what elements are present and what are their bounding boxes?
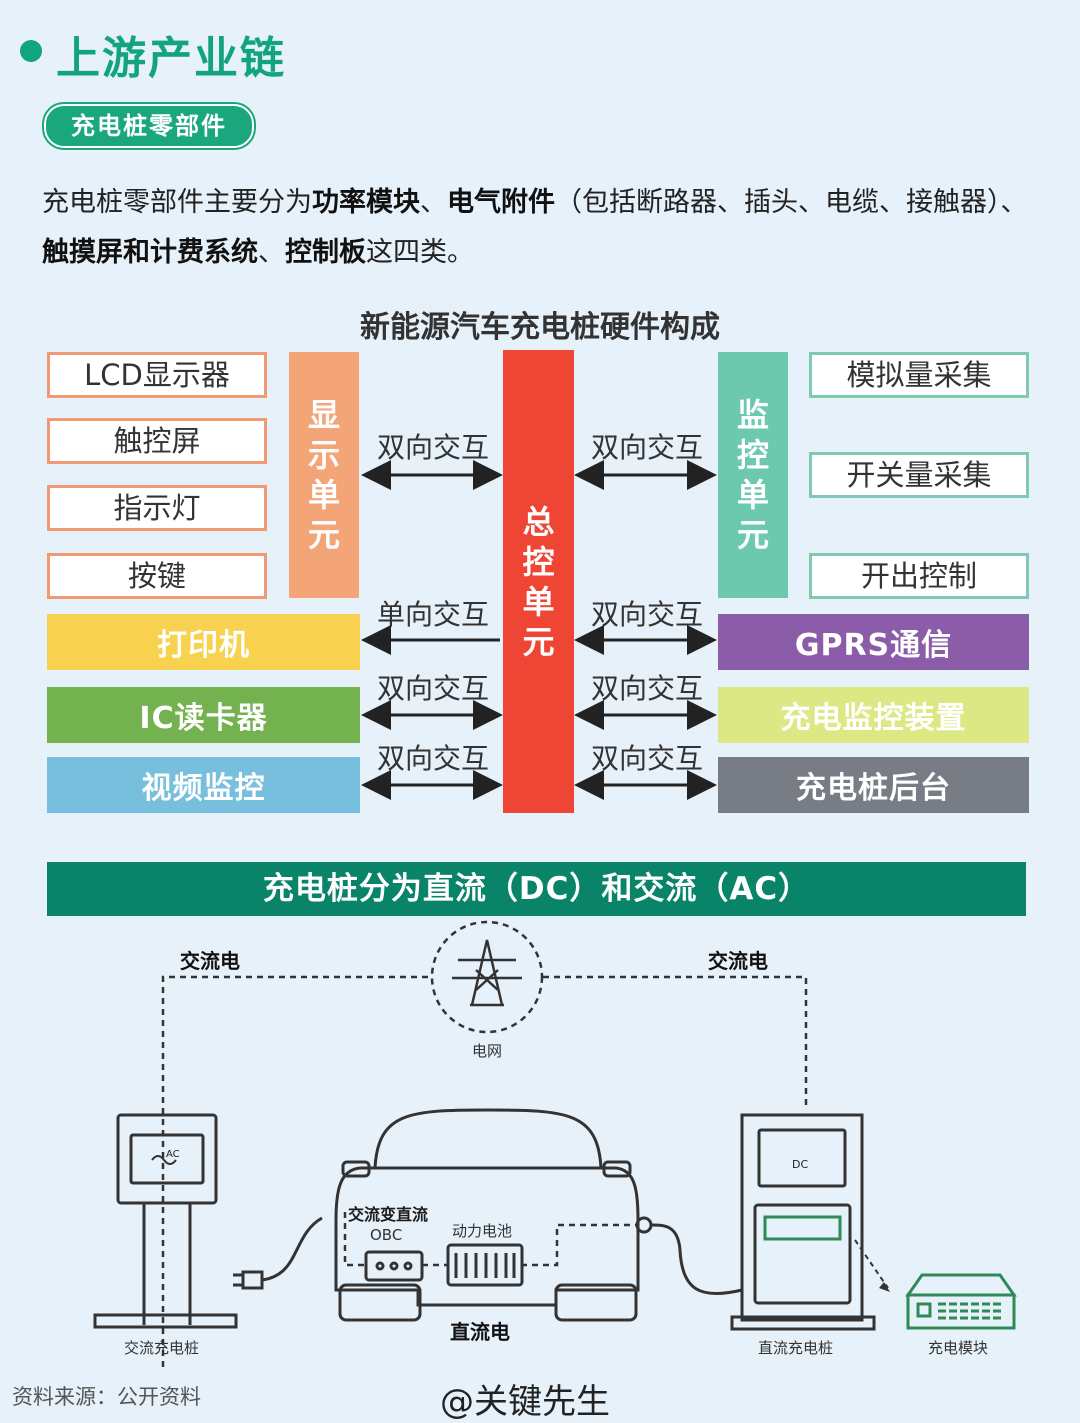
ac-charging-pile bbox=[93, 1113, 323, 1329]
author-watermark: @关键先生 bbox=[440, 1382, 610, 1422]
intro-text: 充电桩零部件主要分为 bbox=[42, 187, 312, 218]
interaction-label: 单向交互 bbox=[376, 598, 489, 631]
charging-module-label: 充电模块 bbox=[928, 1339, 989, 1357]
interaction-label: 双向交互 bbox=[590, 672, 703, 705]
car-body bbox=[334, 1108, 653, 1322]
ic-reader-bar: IC读卡器 bbox=[47, 687, 360, 743]
dc-ac-banner: 充电桩分为直流（DC）和交流（AC） bbox=[47, 862, 1026, 916]
gprs-bar: GPRS通信 bbox=[718, 614, 1029, 670]
control-unit: 总控单元 bbox=[503, 350, 574, 813]
module-pointer bbox=[854, 1239, 889, 1289]
ac-label-right: 交流电 bbox=[708, 949, 768, 973]
dc-charging-pile bbox=[651, 1113, 876, 1331]
tower-icon bbox=[452, 939, 522, 1007]
monitor-unit-label: 监控单元 bbox=[736, 396, 769, 554]
ac-mark: AC bbox=[166, 1149, 180, 1160]
source-note: 资料来源：公开资料 bbox=[12, 1385, 201, 1409]
analog-acquisition-box: 模拟量采集 bbox=[809, 352, 1029, 398]
obc-label: OBC bbox=[370, 1226, 403, 1244]
title-bullet bbox=[20, 40, 42, 62]
indicator-light-box: 指示灯 bbox=[47, 485, 267, 531]
display-unit: 显示单元 bbox=[289, 352, 359, 598]
intro-text: 这四类。 bbox=[366, 237, 474, 268]
intro-bold: 触摸屏和计费系统 bbox=[42, 237, 258, 268]
intro-bold: 功率模块 bbox=[312, 187, 420, 218]
grid-label: 电网 bbox=[472, 1042, 503, 1060]
monitor-unit: 监控单元 bbox=[718, 352, 788, 598]
key-button-box: 按键 bbox=[47, 553, 267, 599]
ac-dc-label: 交流变直流 bbox=[348, 1205, 429, 1224]
page-title: 上游产业链 bbox=[56, 33, 286, 84]
video-monitor-bar: 视频监控 bbox=[47, 757, 360, 813]
diagram-title: 新能源汽车充电桩硬件构成 bbox=[360, 310, 720, 345]
dc-mark: DC bbox=[792, 1158, 809, 1171]
intro-text: （包括断路器、插头、电缆、接触器）、 bbox=[555, 187, 1028, 218]
obc-battery-line bbox=[343, 1212, 638, 1267]
intro-bold: 电气附件 bbox=[447, 187, 555, 218]
section-tag: 充电桩零部件 bbox=[44, 104, 254, 148]
printer-bar: 打印机 bbox=[47, 614, 360, 670]
ac-pile-label: 交流充电桩 bbox=[124, 1339, 200, 1357]
intro-paragraph: 充电桩零部件主要分为功率模块、电气附件（包括断路器、插头、电缆、接触器）、触摸屏… bbox=[42, 178, 1052, 278]
output-control-box: 开出控制 bbox=[809, 553, 1029, 599]
touch-screen-box: 触控屏 bbox=[47, 418, 267, 464]
arrows-layer bbox=[361, 460, 717, 800]
intro-bold: 控制板 bbox=[285, 237, 366, 268]
display-unit-label: 显示单元 bbox=[307, 396, 340, 554]
switch-acquisition-box: 开关量采集 bbox=[809, 452, 1029, 498]
pile-backend-bar: 充电桩后台 bbox=[718, 757, 1029, 813]
dc-power-label: 直流电 bbox=[450, 1320, 510, 1344]
ac-label-left: 交流电 bbox=[180, 949, 240, 973]
battery-label: 动力电池 bbox=[452, 1222, 513, 1240]
interaction-label: 双向交互 bbox=[376, 431, 489, 464]
lcd-display-box: LCD显示器 bbox=[47, 352, 267, 398]
ac-line-right bbox=[543, 975, 808, 1108]
charging-module-icon bbox=[905, 1273, 1017, 1330]
module-pointer-head bbox=[879, 1282, 890, 1292]
control-unit-label: 总控单元 bbox=[522, 502, 555, 661]
charge-monitor-device-bar: 充电监控装置 bbox=[718, 687, 1029, 743]
interaction-label: 双向交互 bbox=[590, 742, 703, 775]
interaction-label: 双向交互 bbox=[590, 431, 703, 464]
interaction-label: 双向交互 bbox=[376, 672, 489, 705]
grid-circle bbox=[430, 920, 544, 1034]
ac-line-left bbox=[161, 975, 432, 1370]
charging-illustration bbox=[93, 920, 1017, 1370]
dc-pile-label: 直流充电桩 bbox=[758, 1339, 834, 1357]
intro-text: 、 bbox=[420, 187, 447, 218]
intro-text: 、 bbox=[258, 237, 285, 268]
interaction-label: 双向交互 bbox=[376, 742, 489, 775]
